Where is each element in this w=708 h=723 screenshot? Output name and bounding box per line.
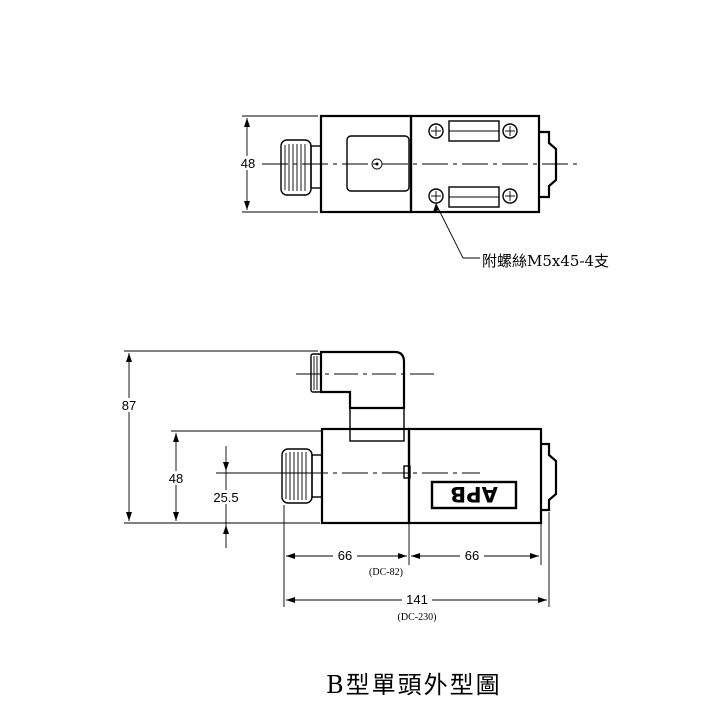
din-connector [296, 350, 436, 442]
end-cap-side [541, 442, 558, 512]
top-view: 48 [236, 114, 609, 270]
screw-note: 附螺絲M5x45-4支 [482, 252, 609, 270]
connector-top [346, 135, 410, 192]
width-left-note: (DC-82) [369, 567, 403, 578]
center-height-dim: 25.5 [213, 490, 238, 505]
total-width-dim: 141 [406, 592, 428, 607]
drawing-title: B型單頭外型圖 [326, 671, 502, 699]
end-cap-top [539, 130, 558, 199]
width-left-dim: 66 [338, 548, 352, 563]
side-view: 87 48 25.5 [116, 350, 558, 623]
top-height-dim: 48 [241, 156, 255, 171]
total-height-dim: 87 [122, 398, 136, 413]
apb-logo [430, 480, 518, 510]
body-height-dim: 48 [169, 471, 183, 486]
total-width-note: (DC-230) [398, 612, 437, 623]
coil-body-side [320, 427, 411, 525]
apb-logo-text: APB [450, 482, 498, 506]
bolt-icon [428, 188, 444, 204]
bolt-icon [502, 188, 518, 204]
valve-body-top [409, 114, 541, 214]
bolt-icon [428, 123, 444, 139]
manual-knob-side [281, 448, 323, 504]
width-right-dim: 66 [465, 548, 479, 563]
manual-knob-top [280, 139, 322, 196]
bolt-icon [502, 123, 518, 139]
valve-body-side [407, 427, 543, 525]
